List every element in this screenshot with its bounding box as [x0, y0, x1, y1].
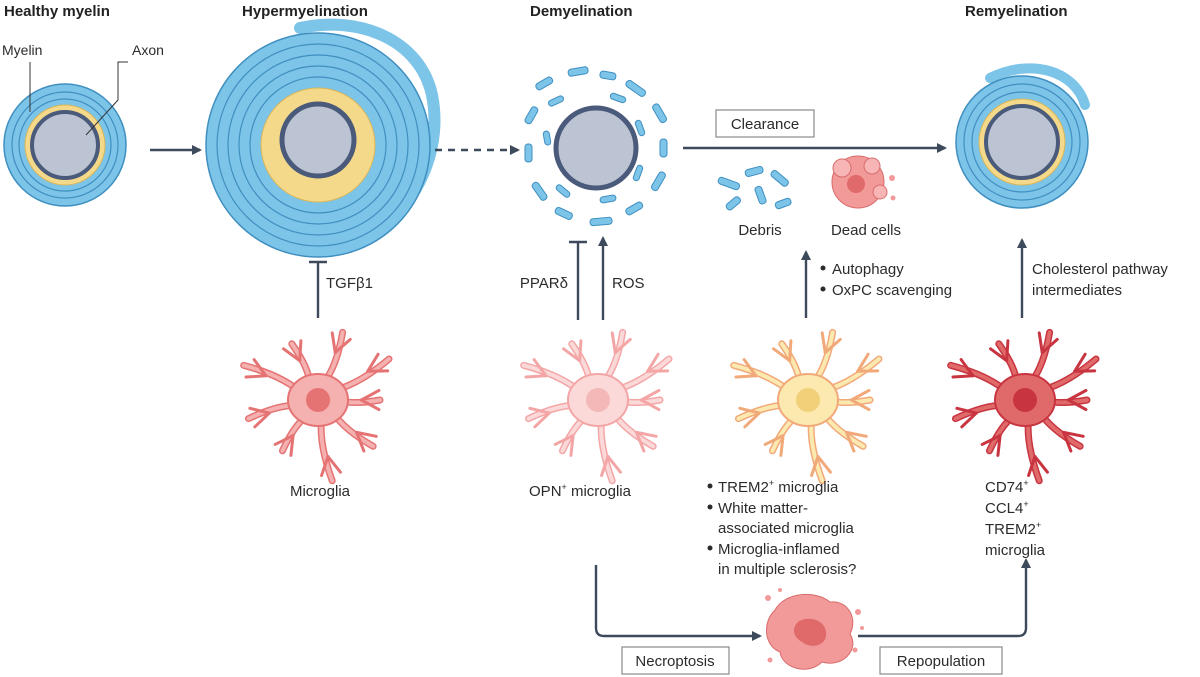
myelin-label-group: Myelin — [2, 42, 42, 112]
healthy-myelin-illustration — [3, 83, 127, 207]
repopulation-arrow — [858, 558, 1031, 638]
debris-illustration — [717, 165, 792, 211]
mims-label-line2: in multiple sclerosis? — [718, 561, 856, 578]
wam-label-line1: White matter- — [718, 500, 808, 517]
autophagy-label: Autophagy — [832, 261, 904, 278]
tgfb1-label: TGFβ1 — [326, 275, 373, 292]
wam-label-line2: associated microglia — [718, 520, 855, 537]
trem2-microglia-list: TREM2+ microglia White matter- associate… — [707, 478, 856, 578]
stage-title-hypermyelination: Hypermyelination — [242, 3, 368, 20]
microglia-label-2: microglia — [985, 542, 1046, 559]
repopulation-label: Repopulation — [897, 653, 985, 670]
cd74-microglia-list: CD74+ CCL4+ TREM2+ microglia — [985, 478, 1046, 559]
myelin-label: Myelin — [2, 42, 42, 58]
cd74-label: CD74+ — [985, 478, 1029, 496]
hypermyelination-illustration — [205, 18, 441, 258]
cholesterol-label-line1: Cholesterol pathway — [1032, 261, 1168, 278]
demyelination-illustration — [524, 66, 668, 227]
clearance-label: Clearance — [731, 116, 799, 133]
microglia-cell-trem2 — [730, 328, 883, 485]
ppard-label: PPARδ — [520, 275, 568, 292]
axon-label: Axon — [132, 42, 164, 58]
dead-cells-label: Dead cells — [831, 222, 901, 239]
ros-label: ROS — [612, 275, 645, 292]
cholesterol-label-line2: intermediates — [1032, 282, 1122, 299]
microglia-cell-red — [947, 328, 1100, 485]
dead-cells-illustration — [831, 155, 896, 209]
trem2-label-2: TREM2+ — [985, 520, 1041, 538]
ccl4-label: CCL4+ — [985, 499, 1029, 517]
necroptosis-arrow — [594, 565, 762, 641]
necroptosis-label: Necroptosis — [635, 653, 714, 670]
oxpc-label: OxPC scavenging — [832, 282, 952, 299]
microglia-cell-opn — [520, 328, 673, 485]
stage-title-healthy: Healthy myelin — [4, 3, 110, 20]
repopulation-box: Repopulation — [879, 646, 1003, 675]
remyelination-illustration — [955, 63, 1090, 209]
microglia-label: Microglia — [290, 483, 351, 500]
microglia-cell-pink — [240, 328, 393, 485]
ppard-inhibition — [569, 240, 587, 320]
necroptosis-box: Necroptosis — [621, 646, 730, 675]
dying-microglia-illustration — [765, 588, 864, 670]
stage-title-demyelination: Demyelination — [530, 3, 633, 20]
mims-label-line1: Microglia-inflamed — [718, 541, 840, 558]
trem2-microglia-label: TREM2+ microglia — [718, 478, 839, 496]
stage-title-remyelination: Remyelination — [965, 3, 1068, 20]
tgfb1-inhibition — [309, 260, 327, 318]
axon-label-group: Axon — [85, 42, 164, 136]
debris-label: Debris — [738, 222, 781, 239]
opn-microglia-label: OPN+ microglia — [529, 482, 632, 500]
autophagy-list: Autophagy OxPC scavenging — [820, 261, 952, 299]
clearance-box: Clearance — [715, 109, 815, 138]
